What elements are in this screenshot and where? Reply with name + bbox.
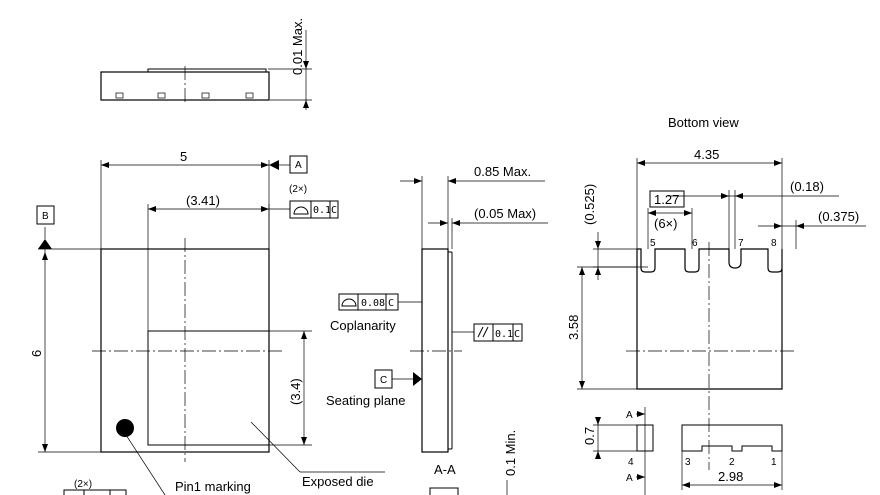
pin-1-label: 1 [771, 457, 777, 468]
bottom-view: Bottom view 4.35 (0.18) 1.27 (6×) (0.375… [566, 115, 866, 495]
count-2x-top: (2×) [289, 184, 307, 195]
coplanarity-label: Coplanarity [330, 318, 396, 333]
datum-b-triangle [38, 239, 52, 249]
pin1-marking-label: Pin1 marking [175, 479, 251, 494]
dim-pitch-count: (6×) [654, 216, 677, 231]
dim-bottom-length: 3.58 [566, 315, 581, 340]
bottom-view-title: Bottom view [668, 115, 739, 130]
profile-tolerance-value: 0.1 [313, 205, 331, 216]
pin-7-label: 7 [738, 238, 744, 249]
section-mark-bottom: A [626, 473, 633, 484]
dim-min-gap: 0.1 Min. [503, 430, 518, 476]
dim-standoff: (0.05 Max) [474, 206, 536, 221]
pin1-marking-dot [116, 419, 134, 437]
pin-3-label: 3 [685, 457, 691, 468]
exposed-pad-bottom [681, 424, 783, 452]
section-mark-top: A [626, 410, 633, 421]
datum-c-label: C [380, 375, 387, 386]
dim-length: 6 [29, 350, 44, 357]
parallel-tolerance-datum: C [514, 329, 520, 340]
datum-b-label: B [42, 211, 49, 222]
coplanarity-tolerance-datum: C [388, 298, 394, 309]
top-view: 5 A (3.41) (2×) 0.1 C 6 B [29, 149, 385, 495]
dim-height-max: 0.01 Max. [290, 18, 305, 75]
seating-plane-label: Seating plane [326, 393, 406, 408]
dim-pitch: 1.27 [654, 192, 679, 207]
pin-6-label: 6 [692, 238, 698, 249]
exposed-die-label: Exposed die [302, 474, 374, 489]
dim-bottom-width: 4.35 [694, 147, 719, 162]
dim-lead-edge: (0.375) [818, 209, 859, 224]
side-view-top: 0.01 Max. [100, 18, 312, 110]
dim-pad-length: (3.4) [288, 378, 303, 405]
dim-lead-width: (0.18) [790, 179, 824, 194]
datum-a-triangle [269, 160, 279, 170]
pin-5-label: 5 [650, 238, 656, 249]
dim-lead-offset: (0.525) [582, 184, 597, 225]
pin-8-label: 8 [771, 238, 777, 249]
datum-c-triangle [413, 372, 422, 386]
dim-width: 5 [180, 149, 187, 164]
dim-thickness-max: 0.85 Max. [474, 164, 531, 179]
dim-lead-length: 0.7 [582, 427, 597, 445]
dim-pad-span: 2.98 [718, 469, 743, 484]
pin-4-label: 4 [628, 457, 634, 468]
pin-2-label: 2 [729, 457, 735, 468]
count-2x-bottom: (2×) [74, 479, 92, 490]
coplanarity-tolerance-value: 0.08 [361, 298, 385, 309]
section-label: A-A [434, 462, 456, 477]
parallel-tolerance-value: 0.1 [495, 329, 513, 340]
profile-tolerance-datum: C [331, 205, 337, 216]
dim-pad-width: (3.41) [186, 193, 220, 208]
datum-a-label: A [295, 160, 302, 171]
section-view: 0.85 Max. (0.05 Max) 0.08 C Coplanarity … [326, 164, 548, 495]
